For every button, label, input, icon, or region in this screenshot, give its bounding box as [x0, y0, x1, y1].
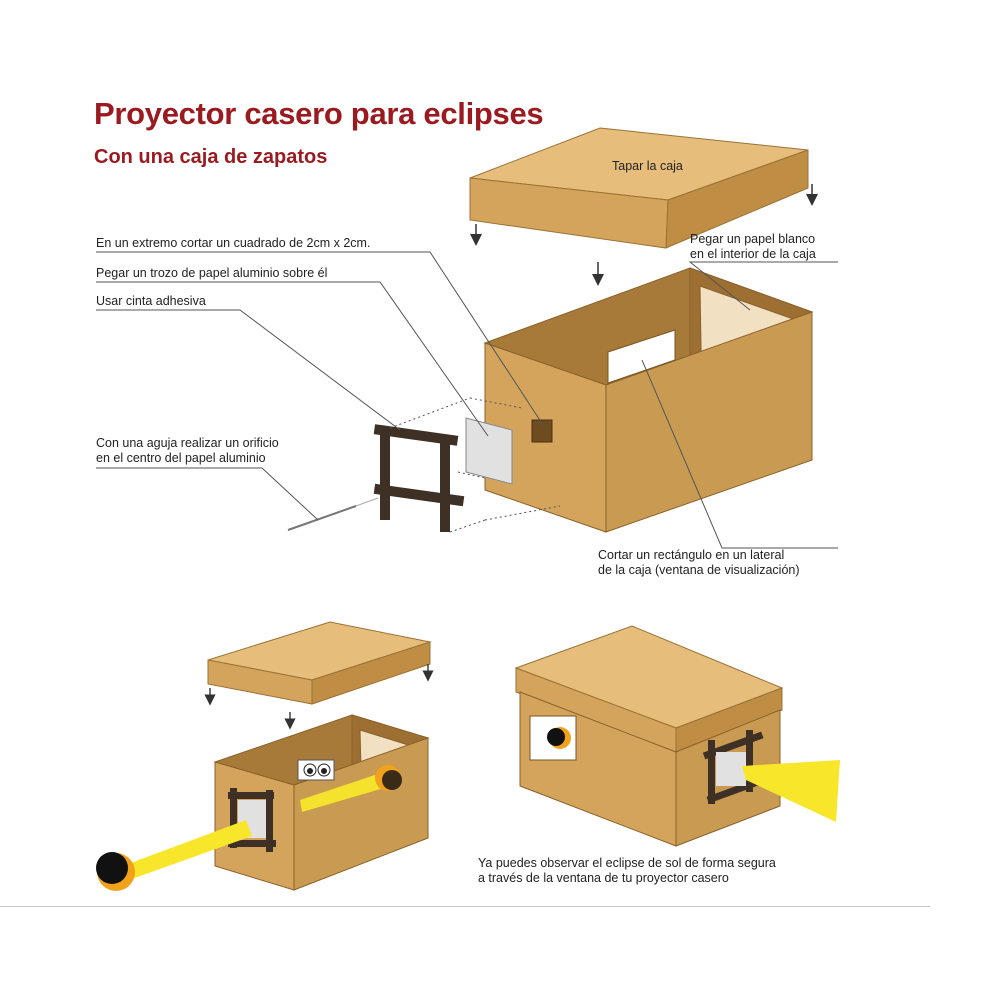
- label-white-paper-line2: en el interior de la caja: [690, 247, 816, 261]
- label-needle-line1: Con una aguja realizar un orificio: [96, 436, 279, 450]
- label-white-paper: Pegar un papel blanco en el interior de …: [690, 232, 816, 262]
- label-white-paper-line1: Pegar un papel blanco: [690, 232, 816, 246]
- tape-frame: [373, 424, 465, 532]
- small-lid: [204, 621, 434, 730]
- diagram-subtitle: Con una caja de zapatos: [94, 146, 328, 168]
- main-box: [483, 267, 814, 533]
- lid-arrows: [470, 184, 818, 286]
- label-tape: Usar cinta adhesiva: [96, 294, 206, 308]
- label-foil: Pegar un trozo de papel aluminio sobre é…: [96, 266, 328, 280]
- dotted-guides: [389, 397, 561, 533]
- foil-square: [465, 417, 513, 485]
- label-final: Ya puedes observar el eclipse de sol de …: [478, 856, 776, 886]
- label-window: Cortar un rectángulo en un lateral de la…: [598, 548, 800, 578]
- label-window-line2: de la caja (ventana de visualización): [598, 563, 800, 577]
- small-box: [96, 714, 430, 891]
- needle: [287, 497, 379, 531]
- label-needle-line2: en el centro del papel aluminio: [96, 451, 266, 465]
- top-lid: [469, 127, 809, 249]
- label-cut-square: En un extremo cortar un cuadrado de 2cm …: [96, 236, 371, 250]
- label-final-line1: Ya puedes observar el eclipse de sol de …: [478, 856, 776, 870]
- label-window-line1: Cortar un rectángulo en un lateral: [598, 548, 785, 562]
- leader-lines: [96, 251, 838, 549]
- closed-box: [514, 625, 840, 847]
- label-final-line2: a través de la ventana de tu proyector c…: [478, 871, 729, 885]
- diagram-title: Proyector casero para eclipses: [94, 96, 544, 131]
- divider-line: [0, 906, 930, 907]
- label-needle: Con una aguja realizar un orificio en el…: [96, 436, 279, 466]
- label-lid: Tapar la caja: [612, 159, 683, 173]
